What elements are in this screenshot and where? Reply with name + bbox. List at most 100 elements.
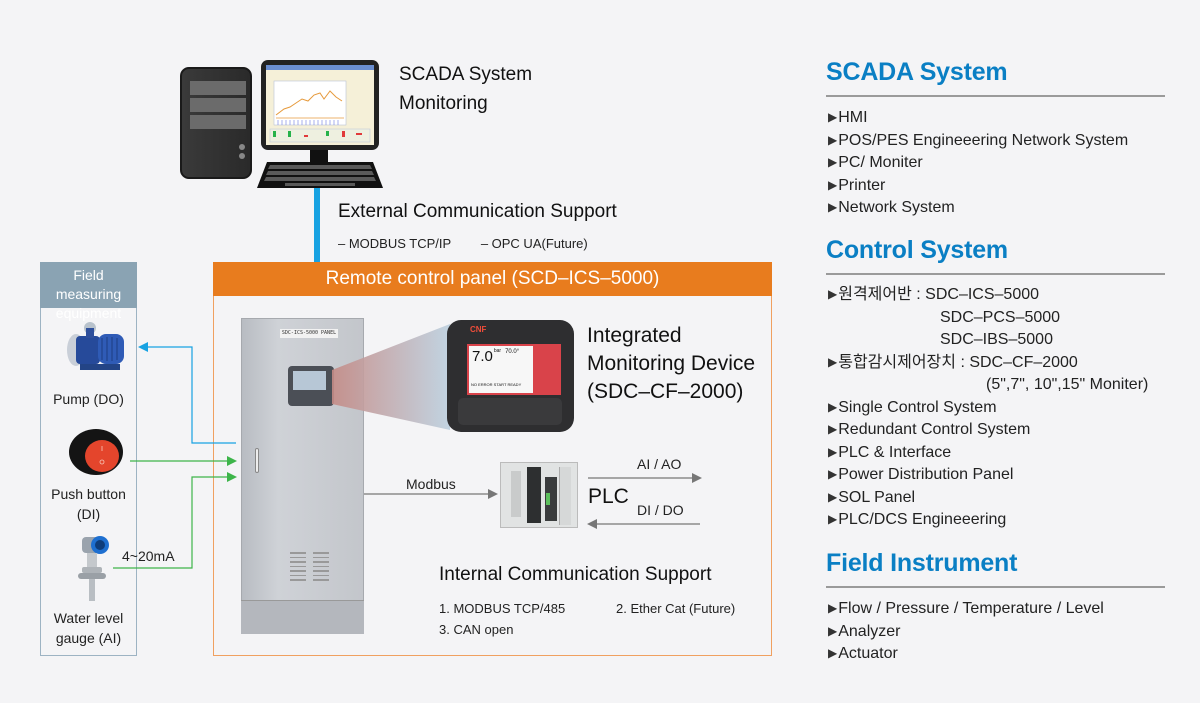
pump-icon xyxy=(67,322,124,370)
list-item: ▶원격제어반 : SDC–ICS–5000 xyxy=(828,284,1148,307)
internal-comm-items: 1. MODBUS TCP/485 2. Ether Cat (Future) … xyxy=(439,598,735,640)
modbus-label: Modbus xyxy=(406,476,456,492)
control-list: ▶원격제어반 : SDC–ICS–5000 SDC–PCS–5000 SDC–I… xyxy=(828,284,1148,532)
internal-comm-title: Internal Communication Support xyxy=(439,564,712,585)
field-label-pump: Pump (DO) xyxy=(40,389,137,409)
list-item-text: PLC & Interface xyxy=(838,443,952,461)
cabinet-vent xyxy=(290,552,306,581)
list-item-text: Analyzer xyxy=(838,622,901,640)
monitor-icon xyxy=(261,60,379,150)
device-big-value: 7.0 xyxy=(472,348,493,365)
list-item: SDC–IBS–5000 xyxy=(828,329,1148,352)
device-readout-row: 7.0 bar 70.0° xyxy=(472,348,519,365)
signal-range-label: 4~20mA xyxy=(122,548,175,564)
monitor-stand xyxy=(310,150,328,162)
device-title: Integrated Monitoring Device (SDC–CF–200… xyxy=(587,322,755,406)
list-item-text: (5",7", 10",15" Moniter) xyxy=(986,376,1149,393)
device-title-line: Monitoring Device xyxy=(587,352,756,375)
device-title-line: (SDC–CF–2000) xyxy=(587,380,744,403)
bullet-triangle-icon: ▶ xyxy=(828,200,838,214)
bullet-triangle-icon: ▶ xyxy=(828,467,838,481)
internal-comm-item: 3. CAN open xyxy=(439,622,514,637)
field-list: ▶Flow / Pressure / Temperature / Level ▶… xyxy=(828,598,1104,666)
modbus-arrow xyxy=(364,489,498,499)
field-title-line: equipment xyxy=(55,305,122,321)
di-do-label: DI / DO xyxy=(637,502,684,518)
device-keypad xyxy=(458,398,562,425)
list-item: ▶Network System xyxy=(828,197,1128,220)
bullet-triangle-icon: ▶ xyxy=(828,155,838,169)
list-item: ▶Printer xyxy=(828,175,1128,198)
bullet-triangle-icon: ▶ xyxy=(828,512,838,526)
bullet-triangle-icon: ▶ xyxy=(828,489,838,504)
field-label-line: Pump (DO) xyxy=(53,391,124,407)
list-item: (5",7", 10",15" Moniter) xyxy=(828,374,1148,397)
ai-arrowhead xyxy=(227,472,237,482)
section-title-control: Control System xyxy=(826,236,1008,264)
list-item-text: Single Control System xyxy=(838,398,997,416)
section-divider xyxy=(826,95,1165,97)
internal-comm-item: 1. MODBUS TCP/485 xyxy=(439,601,566,616)
di-do-arrow xyxy=(587,519,700,529)
section-divider xyxy=(826,586,1165,588)
bullet-triangle-icon: ▶ xyxy=(828,132,838,147)
list-item: ▶Flow / Pressure / Temperature / Level xyxy=(828,598,1104,621)
bullet-triangle-icon: ▶ xyxy=(828,399,838,414)
bullet-triangle-icon: ▶ xyxy=(828,623,838,638)
list-item-text: 통합감시제어장치 : SDC–CF–2000 xyxy=(838,353,1078,371)
section-title-scada: SCADA System xyxy=(826,58,1008,86)
list-item: ▶Single Control System xyxy=(828,397,1148,420)
cabinet-nameplate: SDC-ICS-5000 PANEL xyxy=(280,329,338,338)
scada-screen-thumbnail xyxy=(266,65,374,145)
pc-tower-icon xyxy=(180,67,252,179)
plc-image xyxy=(500,462,578,528)
list-item-text: HMI xyxy=(838,109,868,126)
list-item: SDC–PCS–5000 xyxy=(828,307,1148,330)
section-title-field: Field Instrument xyxy=(826,549,1018,577)
list-item: ▶통합감시제어장치 : SDC–CF–2000 xyxy=(828,352,1148,375)
list-item-text: SDC–IBS–5000 xyxy=(940,331,1053,348)
device-message: NO ERROR START READY xyxy=(471,382,522,387)
zoom-beam xyxy=(332,324,450,430)
section-divider xyxy=(826,273,1165,275)
external-comm-items: – MODBUS TCP/IP – OPC UA(Future) xyxy=(338,236,614,251)
internal-comm-item: 2. Ether Cat (Future) xyxy=(616,601,736,616)
ai-ao-label: AI / AO xyxy=(637,456,682,472)
bullet-triangle-icon: ▶ xyxy=(828,422,838,436)
list-item-text: Power Distribution Panel xyxy=(838,466,1014,483)
device-small-value: 70.0° xyxy=(505,349,520,355)
list-item: ▶PLC & Interface xyxy=(828,442,1148,465)
scada-monitoring-title: SCADA System Monitoring xyxy=(399,60,532,118)
list-item: ▶Power Distribution Panel xyxy=(828,464,1148,487)
list-item-text: POS/PES Engineeering Network System xyxy=(838,131,1129,149)
keyboard-icon xyxy=(257,162,383,188)
scada-title-line-1: SCADA System xyxy=(399,64,533,85)
list-item: ▶Analyzer xyxy=(828,621,1104,644)
external-comm-item: – MODBUS TCP/IP xyxy=(338,236,452,251)
cabinet-vent xyxy=(313,552,329,581)
cabinet-hmi-screen xyxy=(293,371,326,390)
device-title-line: Integrated xyxy=(587,324,682,347)
do-signal-line xyxy=(146,346,236,444)
device-lcd: 7.0 bar 70.0° NO ERROR START READY xyxy=(469,346,533,393)
field-label-push-button: Push button (DI) xyxy=(40,484,137,524)
ai-ao-arrow xyxy=(588,473,702,483)
list-item-text: PC/ Moniter xyxy=(838,154,923,171)
list-item: ▶POS/PES Engineeering Network System xyxy=(828,130,1128,153)
list-item: ▶Redundant Control System xyxy=(828,419,1148,442)
list-item-text: SOL Panel xyxy=(838,488,916,506)
list-item-text: Actuator xyxy=(838,645,898,662)
field-label-line: (DI) xyxy=(76,506,101,522)
bullet-triangle-icon: ▶ xyxy=(828,444,838,459)
list-item-text: Printer xyxy=(838,176,886,194)
field-label-line: Water level xyxy=(53,610,124,626)
scada-title-line-2: Monitoring xyxy=(399,93,488,114)
push-button-icon xyxy=(69,429,123,475)
list-item-text: PLC/DCS Engineeering xyxy=(838,511,1007,528)
cabinet-base xyxy=(241,600,364,634)
list-item: ▶HMI xyxy=(828,107,1128,130)
list-item: ▶PLC/DCS Engineeering xyxy=(828,509,1148,532)
field-title-line: Field measuring xyxy=(55,267,122,302)
bullet-triangle-icon: ▶ xyxy=(828,110,838,124)
bullet-triangle-icon: ▶ xyxy=(828,354,838,369)
